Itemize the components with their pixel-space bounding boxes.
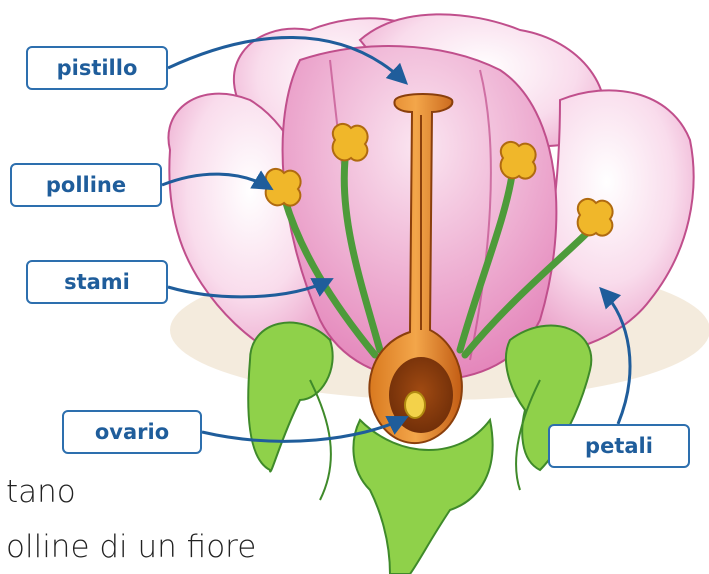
anther xyxy=(333,124,368,161)
caption-line-2: olline di un fiore xyxy=(6,532,256,563)
label-petali: petali xyxy=(548,424,690,468)
label-pistillo: pistillo xyxy=(26,46,168,90)
anther xyxy=(501,142,536,179)
label-stami: stami xyxy=(26,260,168,304)
caption-line-1: tano xyxy=(6,477,76,508)
label-ovario: ovario xyxy=(62,410,202,454)
anther xyxy=(578,199,613,236)
ovule xyxy=(405,392,425,418)
label-polline: polline xyxy=(10,163,162,207)
anther xyxy=(266,169,301,206)
sepal xyxy=(248,323,332,472)
